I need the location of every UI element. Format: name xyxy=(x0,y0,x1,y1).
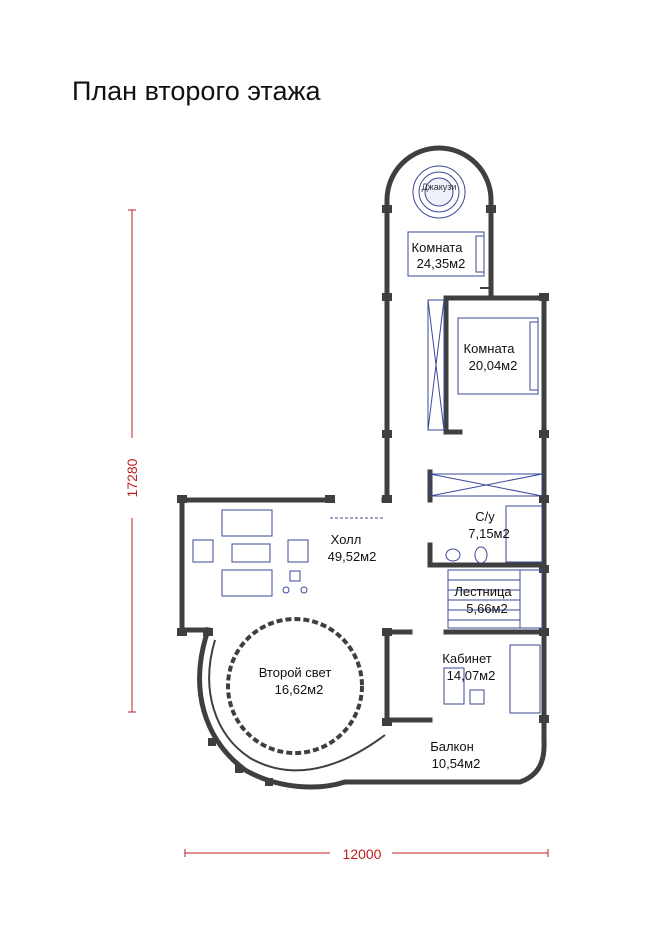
room1-area: 24,35м2 xyxy=(417,256,466,271)
exterior-walls xyxy=(179,145,547,790)
second-light-name: Второй свет xyxy=(259,665,332,680)
office-name: Кабинет xyxy=(442,651,491,666)
hall-name: Холл xyxy=(331,532,362,547)
stairs-name: Лестница xyxy=(454,584,512,599)
room2-wardrobe xyxy=(427,299,445,431)
second-light-area: 16,62м2 xyxy=(275,682,324,697)
room1-name: Комната xyxy=(412,240,464,255)
bathroom-name: С/у xyxy=(475,509,495,524)
bathroom-fixtures xyxy=(429,473,543,564)
room2-area: 20,04м2 xyxy=(469,358,518,373)
plan-title: План второго этажа xyxy=(72,76,321,106)
room2-name: Комната xyxy=(464,341,516,356)
stairs xyxy=(447,569,543,629)
hall-furniture xyxy=(192,509,384,597)
balcony-name: Балкон xyxy=(430,739,474,754)
dimension-width-label: 12000 xyxy=(343,846,382,862)
office-furniture xyxy=(443,644,541,714)
room1-bed xyxy=(407,231,485,277)
office-area: 14,07м2 xyxy=(447,668,496,683)
dimension-height-label: 17280 xyxy=(124,458,140,497)
dimension-height: 17280 xyxy=(122,209,142,713)
jacuzzi-label: Джакузи xyxy=(422,182,457,192)
dimension-width: 12000 xyxy=(184,845,549,862)
jacuzzi: Джакузи xyxy=(412,165,466,219)
room2-bed xyxy=(457,317,539,395)
hall-area: 49,52м2 xyxy=(328,549,377,564)
stairs-area: 5,66м2 xyxy=(466,601,507,616)
bathroom-area: 7,15м2 xyxy=(468,526,509,541)
room-labels: Комната 24,35м2 Комната 20,04м2 С/у 7,15… xyxy=(259,240,518,771)
balcony-area: 10,54м2 xyxy=(432,756,481,771)
second-light-opening xyxy=(226,617,364,755)
